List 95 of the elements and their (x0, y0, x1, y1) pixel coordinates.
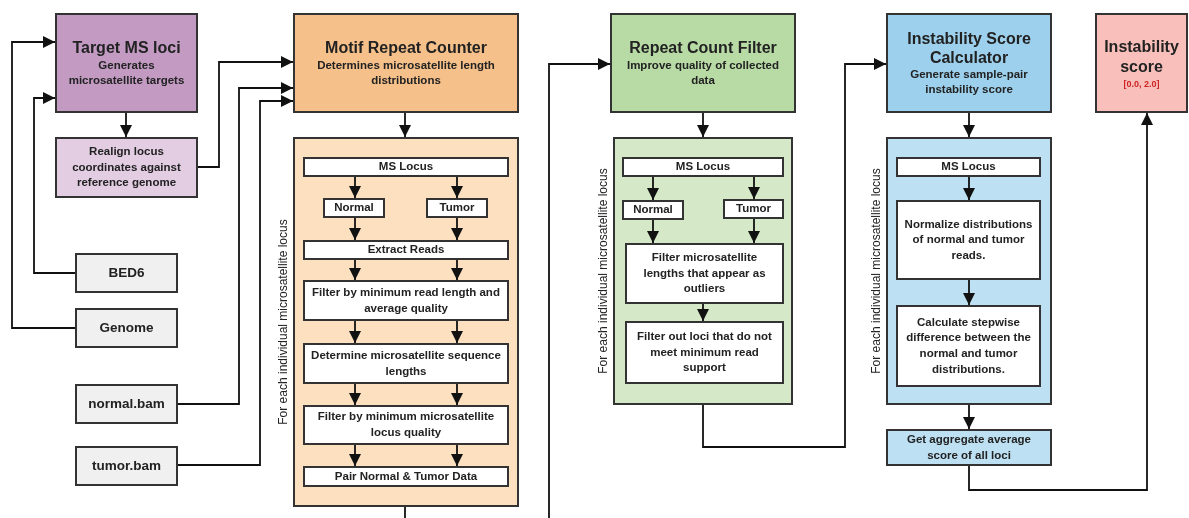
step-box (303, 240, 509, 260)
arrow (451, 259, 463, 281)
arrow (451, 176, 463, 199)
step-text: Filter by minimum read length and average quality (311, 285, 501, 316)
step-box (896, 157, 1041, 177)
step-box (303, 157, 509, 177)
arrow (963, 112, 975, 138)
step-box (55, 137, 198, 198)
step-text: MS Locus (377, 159, 435, 175)
arrow (177, 82, 294, 405)
arrow (748, 176, 760, 200)
arrow (963, 279, 975, 306)
step-text: Normal (632, 202, 674, 218)
arrow (548, 58, 611, 518)
arrow (451, 383, 463, 406)
process-box (886, 13, 1052, 113)
step-text: Extract Reads (366, 242, 446, 258)
arrow (349, 444, 361, 467)
step-text: Get aggregate average score of all loci (906, 432, 1032, 463)
process-box (293, 13, 519, 113)
step-text: Tumor (438, 200, 476, 216)
arrow (963, 176, 975, 201)
box-title: Repeat Count Filter (629, 38, 777, 58)
step-text: Determine microsatellite sequence lengths (310, 348, 502, 379)
step-box (303, 280, 509, 321)
file-name: tumor.bam (91, 456, 162, 475)
process-box (610, 13, 796, 113)
step-text: MS Locus (674, 159, 732, 175)
step-box (303, 405, 509, 445)
step-box (323, 198, 385, 218)
arrow (11, 36, 76, 329)
box-description: Determines microsatellite length distributions (316, 57, 496, 88)
step-box (625, 321, 784, 384)
box-title: Instability Score Calculator (906, 28, 1032, 68)
step-box (622, 157, 784, 177)
step-text: Pair Normal & Tumor Data (333, 468, 479, 484)
box-description: Generates microsatellite targets (67, 57, 186, 88)
arrow (349, 176, 361, 199)
box-description: Improve quality of collected data (625, 57, 781, 88)
process-box (55, 13, 198, 113)
step-text: Filter by minimum microsatellite locus quality (316, 409, 496, 440)
arrow (399, 112, 411, 138)
box-title: Motif Repeat Counter (325, 38, 487, 58)
file-name: BED6 (107, 263, 146, 282)
process-box (1095, 13, 1188, 113)
step-box (303, 343, 509, 384)
connector-line (404, 506, 406, 518)
step-text: Tumor (735, 201, 772, 217)
arrow (451, 444, 463, 467)
step-text: Realign locus coordinates against reference genome (71, 144, 182, 191)
arrow (702, 58, 887, 448)
arrow (349, 217, 361, 241)
step-box (625, 243, 784, 304)
arrow (647, 176, 659, 201)
file-name: normal.bam (87, 394, 166, 413)
arrow (697, 112, 709, 138)
step-text: Filter microsatellite lengths that appear as outliers (642, 250, 767, 297)
arrow (349, 320, 361, 344)
arrow (349, 383, 361, 406)
input-file-box (75, 308, 178, 348)
step-text: MS Locus (940, 159, 997, 175)
step-text: Normal (333, 200, 375, 216)
step-box (886, 429, 1052, 466)
score-range: [0.0, 2.0] (1123, 78, 1160, 89)
arrow (33, 92, 76, 274)
arrow (349, 259, 361, 281)
step-box (426, 198, 488, 218)
box-title: Instability score (1103, 37, 1180, 76)
loop-label: For each individual microsatellite locus (276, 219, 290, 425)
step-box (896, 305, 1041, 387)
step-box (303, 466, 509, 487)
arrow (451, 217, 463, 241)
arrow (120, 112, 132, 138)
step-text: Normalize distributions of normal and tumor reads. (903, 216, 1034, 263)
arrow (748, 218, 760, 244)
box-title: Target MS loci (72, 38, 181, 58)
arrow (197, 56, 294, 168)
arrow (177, 95, 294, 466)
arrow (451, 320, 463, 344)
input-file-box (75, 253, 178, 293)
file-name: Genome (98, 318, 155, 337)
arrow (647, 219, 659, 244)
box-description: Generate sample-pair instability score (909, 67, 1029, 98)
arrow (968, 112, 1153, 491)
step-box (723, 199, 784, 219)
input-file-box (75, 446, 178, 486)
step-box (896, 200, 1041, 280)
input-file-box (75, 384, 178, 424)
step-box (622, 200, 684, 220)
arrow (697, 303, 709, 322)
step-text: Filter out loci that do not meet minimum read support (636, 329, 773, 376)
arrow (963, 404, 975, 430)
step-text: Calculate stepwise difference between the normal and tumor distributions. (905, 314, 1032, 377)
loop-label: For each individual microsatellite locus (869, 168, 883, 374)
loop-label: For each individual microsatellite locus (596, 168, 610, 374)
